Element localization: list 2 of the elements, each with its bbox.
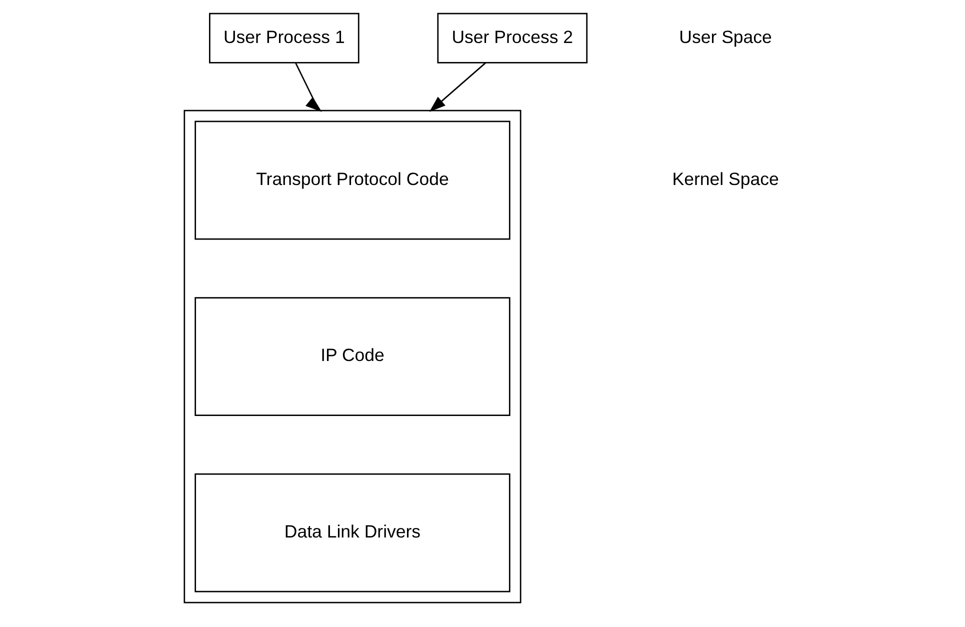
label: User Space — [678, 26, 772, 47]
label: Kernel Space — [672, 168, 778, 189]
